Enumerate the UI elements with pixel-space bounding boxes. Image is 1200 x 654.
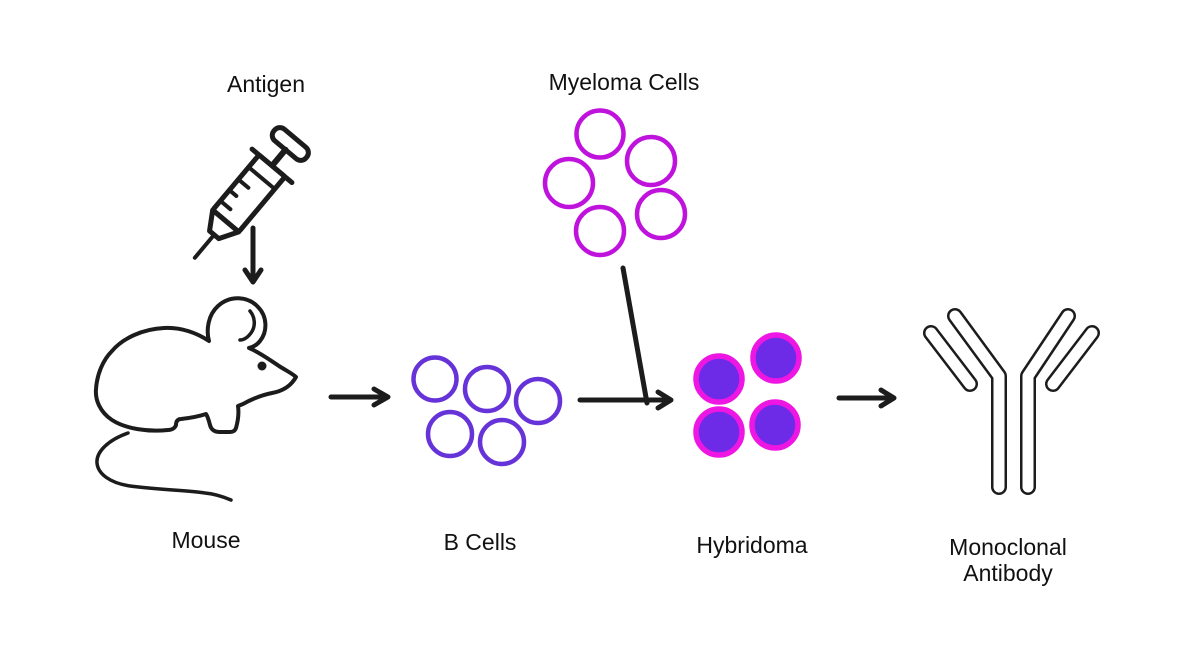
arrow-hybridoma-to-antibody: [836, 387, 897, 409]
monoclonal-antibody-label: Monoclonal Antibody: [949, 534, 1067, 587]
myeloma-cell-circle: [624, 134, 678, 188]
myeloma-cell-circle: [542, 156, 596, 210]
myeloma-cell-cluster-icon: [542, 108, 688, 258]
hybridoma-cell-circle: [749, 399, 801, 451]
antibody-y-icon: [923, 308, 1100, 495]
myeloma-cell-circle: [634, 187, 688, 241]
mouse-eye: [257, 361, 267, 371]
arrow-mouse-to-bcells: [328, 386, 391, 408]
myeloma-cell-circle: [573, 204, 627, 258]
b-cell-cluster-icon: [411, 355, 563, 467]
b-cell-circle: [477, 417, 527, 467]
hybridoma-cell-circle: [693, 406, 745, 458]
hybridoma-cell-circle: [693, 353, 745, 405]
b-cells-label: B Cells: [443, 529, 517, 555]
arrow-antigen-to-mouse: [242, 225, 264, 285]
line-myeloma-to-junction: [620, 265, 650, 406]
mouse-icon: [93, 296, 298, 502]
antigen-label: Antigen: [226, 71, 306, 97]
myeloma-cells-label: Myeloma Cells: [548, 69, 700, 95]
b-cell-circle: [513, 376, 563, 426]
b-cell-circle: [462, 364, 512, 414]
hybridoma-cell-circle: [750, 332, 802, 384]
b-cell-circle: [411, 355, 459, 403]
syringe-icon: [192, 125, 311, 260]
hybridoma-cell-cluster-icon: [693, 332, 802, 458]
hybridoma-label: Hybridoma: [696, 532, 808, 558]
b-cell-circle: [425, 409, 475, 459]
mouse-label: Mouse: [171, 527, 241, 553]
myeloma-cell-circle: [574, 108, 626, 160]
arrow-bcells-to-hybridoma: [577, 389, 674, 411]
